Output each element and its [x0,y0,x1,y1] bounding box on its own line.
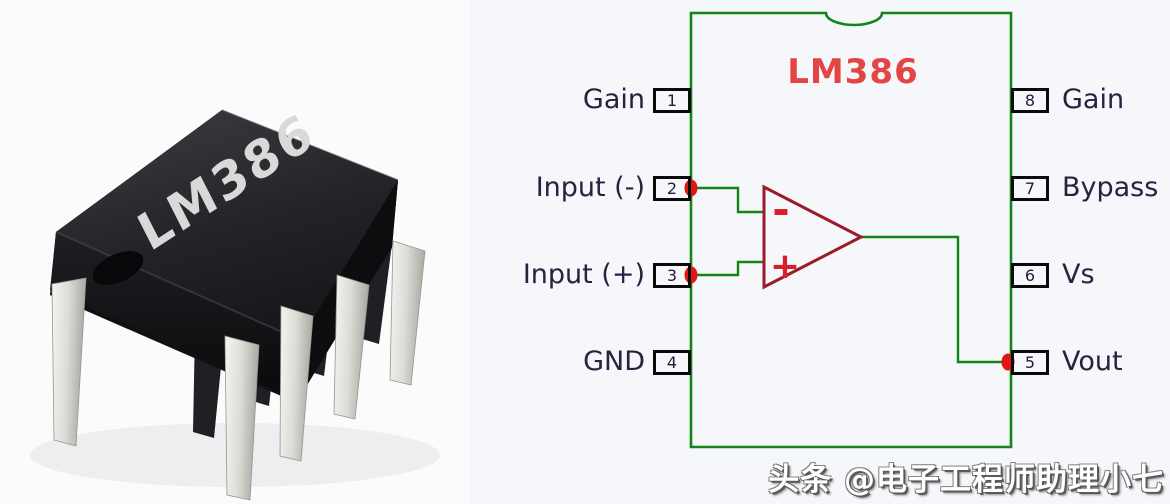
pin-box-8: 8 [1011,88,1049,113]
chip-top-edge-highlight [221,109,399,181]
pin-label-vout: Vout [1062,346,1123,377]
pin-number-7: 7 [1024,179,1036,198]
pin-number-1: 1 [666,91,678,110]
pin-number-8: 8 [1024,91,1036,110]
pin-number-5: 5 [1024,353,1036,372]
pin-number-3: 3 [666,266,678,285]
chip-front-legs [51,240,426,501]
chip-top-face [56,110,398,340]
pin-number-2: 2 [666,179,678,198]
pin-box-5: 5 [1011,350,1049,375]
chip-pin1-notch [92,251,144,285]
pin-label-bypass: Bypass [1062,172,1159,203]
pin-box-6: 6 [1011,263,1049,288]
pin-box-4: 4 [653,350,691,375]
chip-edge-highlight [55,231,301,341]
chip-photo-illustration: LM386 [30,101,440,501]
diagram-title: LM386 [787,52,919,92]
pin-label-gnd: GND [583,346,645,377]
pin-box-2: 2 [653,176,691,201]
pin-label-input-plus: Input (+) [522,259,645,290]
pin-box-3: 3 [653,263,691,288]
pin-label-gain-8: Gain [1062,84,1125,115]
pin-label-vs: Vs [1062,259,1095,290]
watermark-text: 头条 @电子工程师助理小七 [768,462,1164,498]
pin-label-input-minus: Input (-) [535,172,645,203]
pin-number-4: 4 [666,353,678,372]
pin-label-gain-1: Gain [582,84,645,115]
pin-box-1: 1 [653,88,691,113]
chip-photo-panel: LM386 [0,0,470,504]
pin-box-7: 7 [1011,176,1049,201]
pin-number-6: 6 [1024,266,1036,285]
